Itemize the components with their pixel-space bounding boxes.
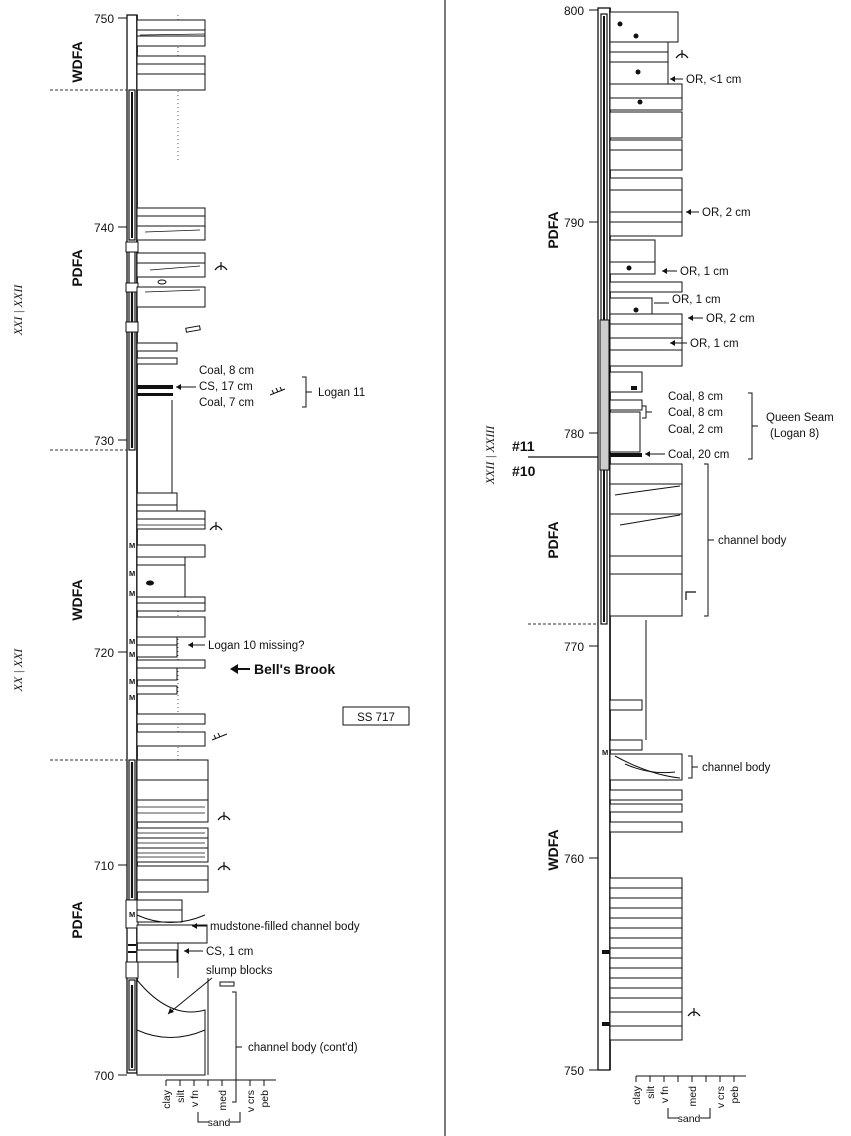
facies-label: WDFA xyxy=(69,579,85,620)
mudstone-mark: M xyxy=(129,589,135,598)
left-grain-scale: clay silt v fn med v crs peb sand xyxy=(161,1079,276,1129)
left-depth-730: 730 xyxy=(94,434,114,448)
right-grain-scale: clay silt v fn med v crs peb sand xyxy=(631,1075,746,1125)
nodule-icon xyxy=(157,279,167,285)
left-depth-700: 700 xyxy=(94,1069,114,1083)
grain-group-sand: sand xyxy=(208,1117,231,1129)
mudstone-mark: M xyxy=(129,693,135,702)
grain-label: v fn xyxy=(189,1090,201,1107)
left-depth-740: 740 xyxy=(94,221,114,235)
log-icon xyxy=(185,325,201,333)
seam-number: #11 xyxy=(512,438,535,454)
facies-label: WDFA xyxy=(545,829,561,870)
zone-label: XX | XXI xyxy=(11,648,25,693)
annotation-channel-contd: channel body (cont'd) xyxy=(248,1042,358,1054)
stippled-interval xyxy=(599,319,610,471)
annotation-coal-20cm: Coal, 20 cm xyxy=(668,449,729,461)
right-depth-750: 750 xyxy=(564,1064,584,1078)
mudstone-mark: M xyxy=(129,677,135,686)
grain-label: clay xyxy=(631,1085,643,1104)
facies-label: PDFA xyxy=(545,211,561,248)
queen-seam-bracket xyxy=(748,392,758,460)
left-column: 750 740 730 720 710 700 WDFA PDFA WDFA P… xyxy=(11,12,410,1129)
grain-label: v crs xyxy=(245,1090,257,1112)
logan-11-bracket xyxy=(302,376,312,408)
coal-seam xyxy=(137,385,173,389)
grain-label: silt xyxy=(175,1090,187,1103)
zone-label: XXII | XXIII xyxy=(483,425,497,486)
channel-contd-bracket xyxy=(232,991,242,1103)
annotation-or-1cm: OR, 1 cm xyxy=(680,266,729,278)
annotation-logan-11: Logan 11 xyxy=(318,387,365,399)
grain-label: med xyxy=(217,1090,229,1111)
channel-body-bracket xyxy=(704,463,714,617)
facies-label: PDFA xyxy=(69,901,85,938)
annotation-bells-brook: Bell's Brook xyxy=(254,661,335,677)
left-depth-710: 710 xyxy=(94,859,114,873)
mudstone-mark: M xyxy=(129,541,135,550)
annotation-queen-seam: Queen Seam xyxy=(766,412,834,424)
annotation-cs-1cm: CS, 1 cm xyxy=(206,946,253,958)
grain-label: v fn xyxy=(659,1086,671,1103)
annotation-channel-body: channel body xyxy=(718,535,787,547)
facies-label: PDFA xyxy=(545,521,561,558)
annotation-or-1cm: OR, 1 cm xyxy=(690,338,739,350)
right-beds xyxy=(609,11,683,1041)
mudstone-mark: M xyxy=(129,637,135,646)
mudstone-mark: M xyxy=(129,569,135,578)
mudstone-mark: M xyxy=(129,910,135,919)
facies-label: PDFA xyxy=(69,249,85,286)
left-depth-720: 720 xyxy=(94,646,114,660)
annotation-or-2cm: OR, 2 cm xyxy=(702,207,751,219)
grain-label: clay xyxy=(161,1089,173,1108)
right-depth-790: 790 xyxy=(564,216,584,230)
seam-number: #10 xyxy=(512,463,536,479)
annotation-coal-8cm: Coal, 8 cm xyxy=(668,391,723,403)
annotation-coal-2cm: Coal, 2 cm xyxy=(668,424,723,436)
section-label-box xyxy=(342,706,410,726)
facies-label: WDFA xyxy=(69,41,85,82)
annotation-or-lt1cm: OR, <1 cm xyxy=(686,74,741,86)
annotation-mudstone-channel: mudstone-filled channel body xyxy=(210,921,360,933)
grain-label: peb xyxy=(259,1090,271,1108)
right-depth-780: 780 xyxy=(564,427,584,441)
plant-fossil-icon xyxy=(211,386,286,741)
annotation-slump-blocks: slump blocks xyxy=(206,965,273,977)
annotation-coal-8cm: Coal, 8 cm xyxy=(668,407,723,419)
grain-label: peb xyxy=(729,1086,741,1104)
right-depth-760: 760 xyxy=(564,852,584,866)
annotation-coal-8cm: Coal, 8 cm xyxy=(199,365,254,377)
annotation-channel-body: channel body xyxy=(702,762,771,774)
mudstone-mark: M xyxy=(602,748,608,757)
annotation-logan-8: (Logan 8) xyxy=(770,428,819,440)
annotation-coal-7cm: Coal, 7 cm xyxy=(199,397,254,409)
grain-label: med xyxy=(687,1086,699,1107)
annotation-or-2cm: OR, 2 cm xyxy=(706,313,755,325)
mudstone-mark: M xyxy=(129,650,135,659)
grain-label: v crs xyxy=(715,1086,727,1108)
annotation-or-1cm: OR, 1 cm xyxy=(672,294,721,306)
annotation-logan-10: Logan 10 missing? xyxy=(208,640,305,652)
left-depth-750: 750 xyxy=(94,12,114,26)
fossil-root-icon xyxy=(675,50,701,1017)
right-depth-800: 800 xyxy=(564,4,584,18)
right-column: 800 790 780 770 760 750 PDFA PDFA WDFA X… xyxy=(483,4,834,1125)
annotation-cs-17cm: CS, 17 cm xyxy=(199,381,253,393)
grain-label: silt xyxy=(645,1086,657,1099)
section-label: SS 717 xyxy=(357,712,395,724)
grain-group-sand: sand xyxy=(678,1113,701,1125)
coal-seam xyxy=(610,453,642,457)
zone-label: XXI | XXII xyxy=(11,284,25,337)
right-depth-770: 770 xyxy=(564,640,584,654)
fossil-root-icon xyxy=(209,262,231,871)
